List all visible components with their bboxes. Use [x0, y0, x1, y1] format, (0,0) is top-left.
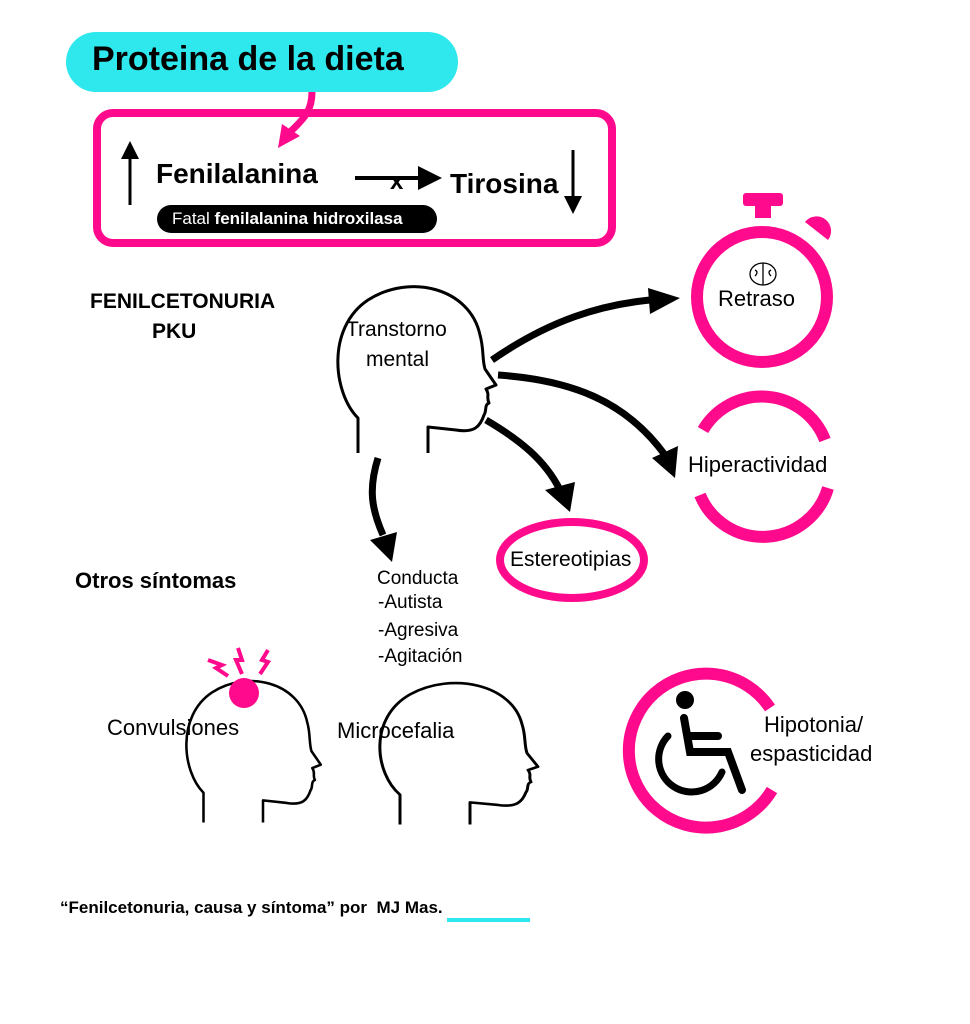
seizure-dot: [229, 678, 259, 708]
hipotonia-line1: Hipotonia/: [764, 712, 864, 737]
head-microcefalia-icon: [378, 681, 540, 826]
svg-text:x: x: [390, 168, 404, 195]
conducta-item: -Agresiva: [378, 620, 459, 641]
disease-name: FENILCETONURIA: [90, 290, 276, 313]
convulsiones-label: Convulsiones: [107, 715, 240, 740]
stopwatch-icon: [691, 193, 833, 368]
enzyme-name: fenilalanina hidroxilasa: [214, 209, 403, 228]
otros-title: Otros síntomas: [75, 568, 237, 593]
disease-abbr: PKU: [152, 320, 197, 343]
title-pill: [66, 32, 458, 92]
head-main-line1: Transtorno: [346, 318, 447, 341]
brain-icon: [749, 262, 777, 286]
enzyme-label: Fatal fenilalanina hidroxilasa: [172, 209, 403, 229]
fenilalanina-label: Fenilalanina: [156, 158, 318, 189]
estereotipias-label: Estereotipias: [510, 548, 632, 571]
credit-period: .: [437, 898, 443, 917]
hiperactividad-circle: [694, 390, 834, 543]
conducta-item: -Agitación: [378, 646, 463, 667]
hipotonia-circle: [622, 667, 778, 834]
reaction-box: [93, 109, 616, 247]
title: Proteina de la dieta: [92, 40, 404, 78]
wheelchair-icon: [655, 691, 746, 796]
conducta-item: -Autista: [378, 592, 443, 613]
enzyme-prefix: Fatal: [172, 209, 210, 228]
retraso-label: Retraso: [718, 286, 796, 311]
conducta-title: Conducta: [377, 568, 459, 589]
credit: “Fenilcetonuria, causa y síntoma” por MJ…: [60, 898, 443, 918]
head-main-line2: mental: [366, 348, 430, 371]
estereotipias-ellipse: [496, 518, 648, 602]
lightning-icon: [207, 647, 272, 678]
hiperactividad-label: Hiperactividad: [688, 452, 828, 477]
credit-text: “Fenilcetonuria, causa y síntoma” por: [60, 898, 368, 917]
author-link[interactable]: MJ Mas: [376, 898, 438, 917]
tirosina-label: Tirosina: [450, 168, 559, 199]
enzyme-pill: [157, 205, 437, 233]
microcefalia-label: Microcefalia: [337, 718, 455, 743]
hipotonia-line2: espasticidad: [750, 741, 873, 766]
